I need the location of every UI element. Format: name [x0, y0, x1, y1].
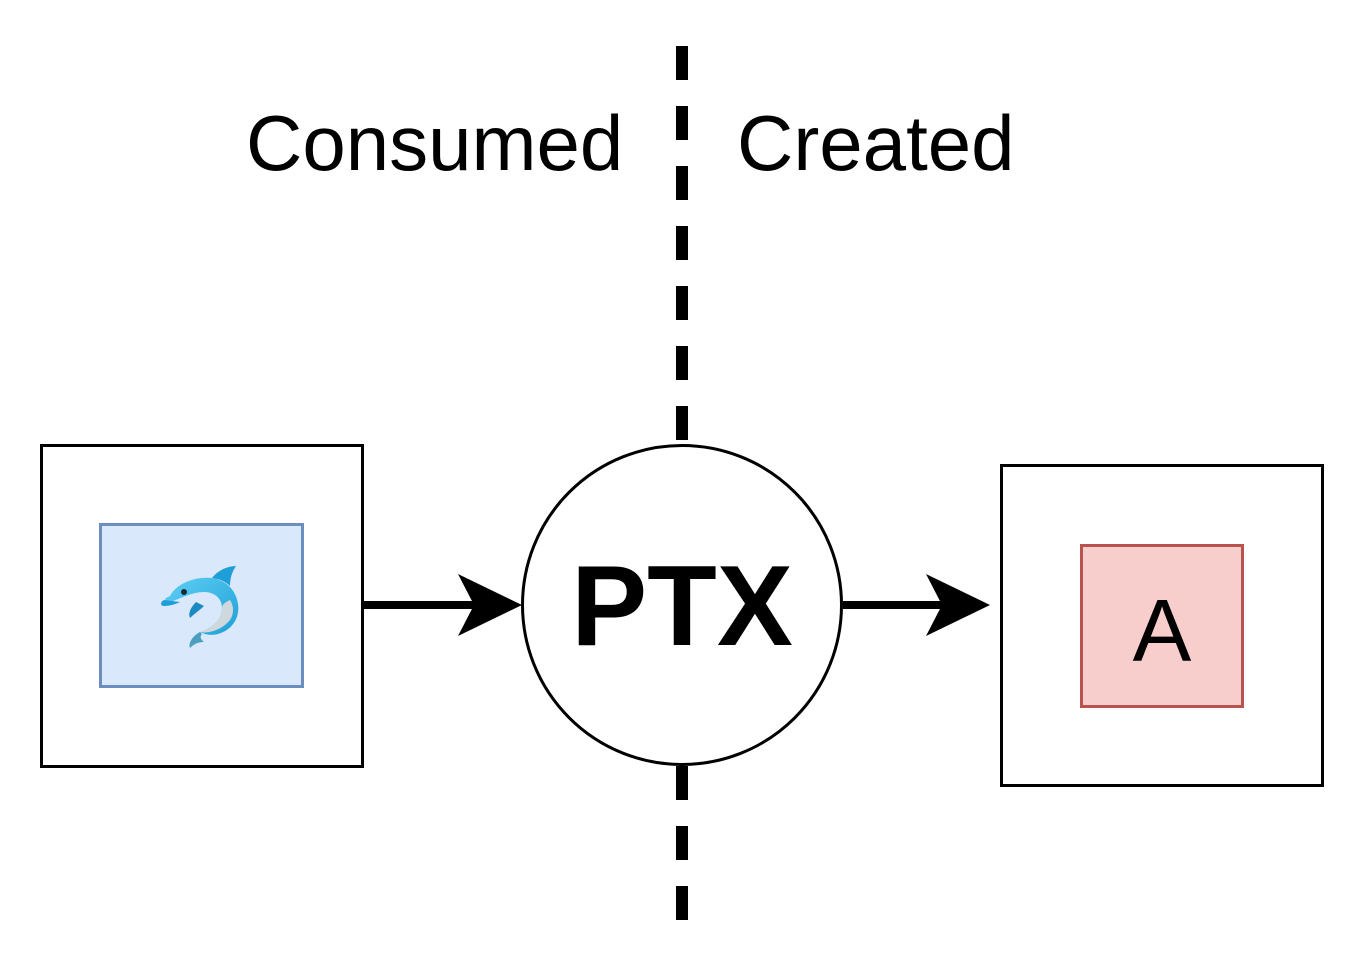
created-label: Created	[737, 99, 1015, 187]
input-arrow-head	[458, 574, 522, 636]
output-token-label: A	[1132, 581, 1192, 680]
transaction-label: PTX	[571, 543, 793, 670]
dolphin-icon	[160, 565, 238, 648]
transaction-node[interactable]: PTX	[521, 444, 843, 766]
consumed-label: Consumed	[246, 99, 624, 187]
output-token-box[interactable]: A	[1080, 544, 1244, 708]
input-state-box[interactable]	[40, 444, 364, 768]
input-token-box[interactable]	[99, 523, 304, 688]
output-arrow-head	[926, 574, 990, 636]
